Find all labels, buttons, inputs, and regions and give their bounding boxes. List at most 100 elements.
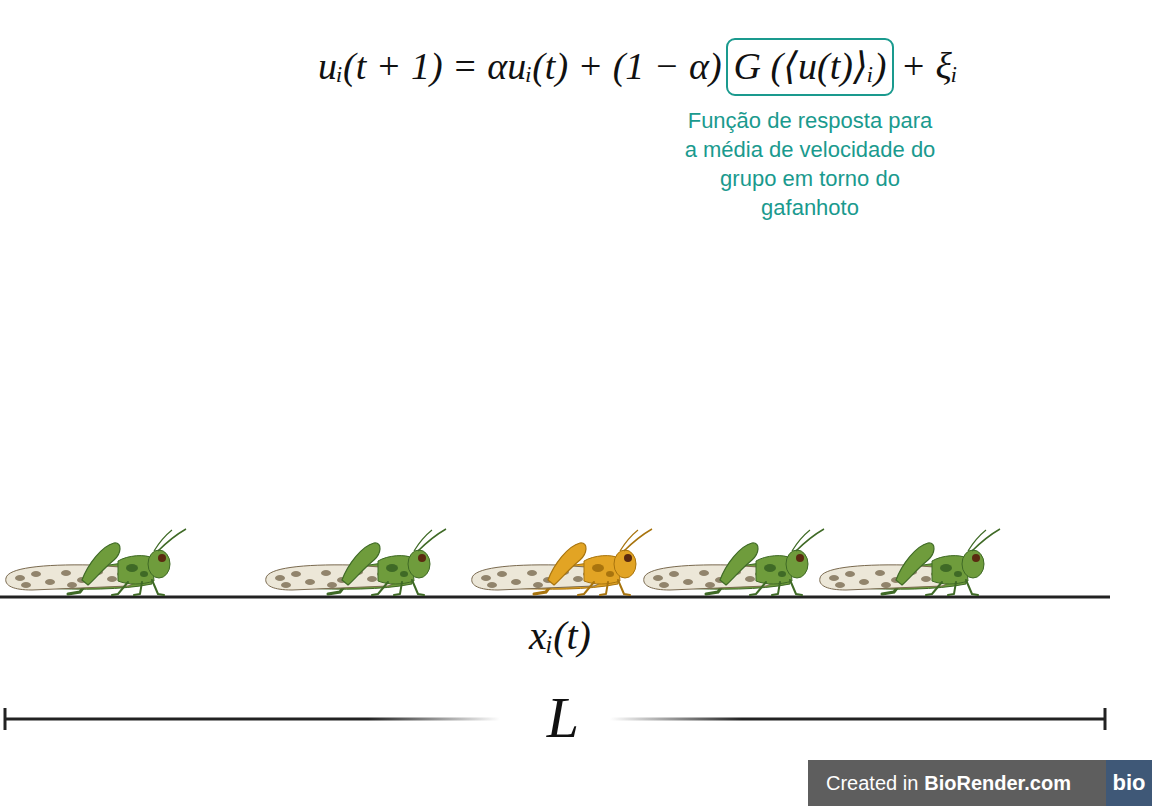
ground-line bbox=[0, 596, 1110, 599]
wing-spot bbox=[367, 576, 377, 582]
wing-spot bbox=[15, 575, 25, 581]
wing-spot bbox=[321, 570, 331, 576]
grasshopper-eye bbox=[796, 554, 804, 562]
grasshopper-leg bbox=[926, 582, 942, 595]
wing-spot bbox=[921, 576, 931, 582]
equation-right: + ξᵢ bbox=[900, 43, 957, 89]
grasshopper-leg bbox=[966, 580, 978, 595]
grasshopper bbox=[266, 529, 446, 595]
wing-spot bbox=[699, 570, 709, 576]
grasshopper-femur bbox=[342, 543, 380, 585]
grasshopper-antenna bbox=[792, 530, 810, 551]
grasshopper-antenna bbox=[620, 530, 638, 551]
wing-spot bbox=[305, 579, 315, 585]
grasshopper bbox=[820, 529, 1000, 595]
annotation-text: Função de resposta para a média de veloc… bbox=[683, 106, 938, 222]
grasshopper-antenna bbox=[968, 530, 986, 551]
grasshopper-leg bbox=[578, 582, 594, 595]
wing-spot bbox=[327, 582, 337, 588]
grasshopper-leg bbox=[790, 580, 802, 595]
watermark-text: Created in bbox=[826, 771, 918, 795]
grasshopper-head bbox=[962, 550, 984, 578]
wing-spot bbox=[107, 576, 117, 582]
grasshopper bbox=[644, 529, 824, 595]
length-tick bbox=[4, 708, 7, 730]
equation-left: uᵢ(t + 1) = αuᵢ(t) + (1 − α) bbox=[318, 43, 722, 89]
watermark-text: BioRender.com bbox=[924, 771, 1071, 795]
thorax-spot bbox=[954, 571, 962, 577]
wing-spot bbox=[481, 575, 491, 581]
grasshopper-leg bbox=[134, 582, 142, 595]
wing-spot bbox=[669, 571, 679, 577]
wing-spot bbox=[653, 575, 663, 581]
grasshopper-leg bbox=[152, 580, 164, 595]
grasshopper-leg bbox=[772, 582, 780, 595]
wing-spot bbox=[573, 576, 583, 582]
thorax-spot bbox=[400, 571, 408, 577]
thorax-spot bbox=[592, 564, 604, 572]
grasshopper-leg bbox=[112, 582, 128, 595]
grasshopper-leg bbox=[618, 580, 630, 595]
thorax-spot bbox=[778, 571, 786, 577]
wing-spot bbox=[61, 570, 71, 576]
wing-spot bbox=[845, 571, 855, 577]
thorax-spot bbox=[764, 564, 776, 572]
wing-spot bbox=[21, 582, 31, 588]
thorax-spot bbox=[940, 564, 952, 572]
wing-spot bbox=[875, 570, 885, 576]
thorax-spot bbox=[140, 571, 148, 577]
grasshopper-leg bbox=[394, 582, 402, 595]
grasshopper-femur bbox=[82, 543, 120, 585]
grasshopper-eye bbox=[158, 554, 166, 562]
thorax-spot bbox=[606, 571, 614, 577]
grasshopper-head bbox=[148, 550, 170, 578]
wing-spot bbox=[511, 579, 521, 585]
watermark-logo bbox=[1106, 760, 1152, 806]
grasshopper-antenna bbox=[154, 530, 172, 551]
wing-spot bbox=[67, 582, 77, 588]
wing-spot bbox=[487, 582, 497, 588]
grasshopper-femur bbox=[548, 543, 586, 585]
wing-spot bbox=[497, 571, 507, 577]
wing-spot bbox=[281, 582, 291, 588]
position-label: xᵢ(t) bbox=[529, 612, 591, 660]
wing-spot bbox=[275, 575, 285, 581]
grasshopper-leg bbox=[372, 582, 388, 595]
wing-spot bbox=[745, 576, 755, 582]
grasshopper-head bbox=[786, 550, 808, 578]
grasshopper-head bbox=[614, 550, 636, 578]
grasshopper-antenna bbox=[414, 530, 432, 551]
grasshopper-eye bbox=[418, 554, 426, 562]
grasshopper-leg bbox=[412, 580, 424, 595]
grasshopper-eye bbox=[972, 554, 980, 562]
grasshopper-leg bbox=[948, 582, 956, 595]
wing-spot bbox=[527, 570, 537, 576]
wing-spot bbox=[829, 575, 839, 581]
wing-spot bbox=[859, 579, 869, 585]
thorax-spot bbox=[126, 564, 138, 572]
wing-spot bbox=[291, 571, 301, 577]
watermark-logo-text: bio bbox=[1113, 770, 1146, 796]
thorax-spot bbox=[386, 564, 398, 572]
length-tick bbox=[1104, 708, 1107, 730]
wing-spot bbox=[659, 582, 669, 588]
length-label: L bbox=[541, 686, 585, 750]
wing-spot bbox=[31, 571, 41, 577]
grasshopper-leg bbox=[750, 582, 766, 595]
wing-spot bbox=[45, 579, 55, 585]
wing-spot bbox=[835, 582, 845, 588]
grasshopper-eye bbox=[624, 554, 632, 562]
grasshopper-femur bbox=[720, 543, 758, 585]
wing-spot bbox=[881, 582, 891, 588]
response-function: G (⟨u(t)⟩ᵢ) bbox=[734, 43, 887, 89]
wing-spot bbox=[683, 579, 693, 585]
grasshopper bbox=[6, 529, 186, 595]
highlight-box: G (⟨u(t)⟩ᵢ)Função de resposta para a méd… bbox=[726, 38, 895, 96]
wing-spot bbox=[533, 582, 543, 588]
grasshopper-leg bbox=[600, 582, 608, 595]
watermark-panel bbox=[808, 760, 1152, 806]
wing-spot bbox=[705, 582, 715, 588]
grasshopper-femur bbox=[896, 543, 934, 585]
grasshopper bbox=[472, 529, 652, 595]
